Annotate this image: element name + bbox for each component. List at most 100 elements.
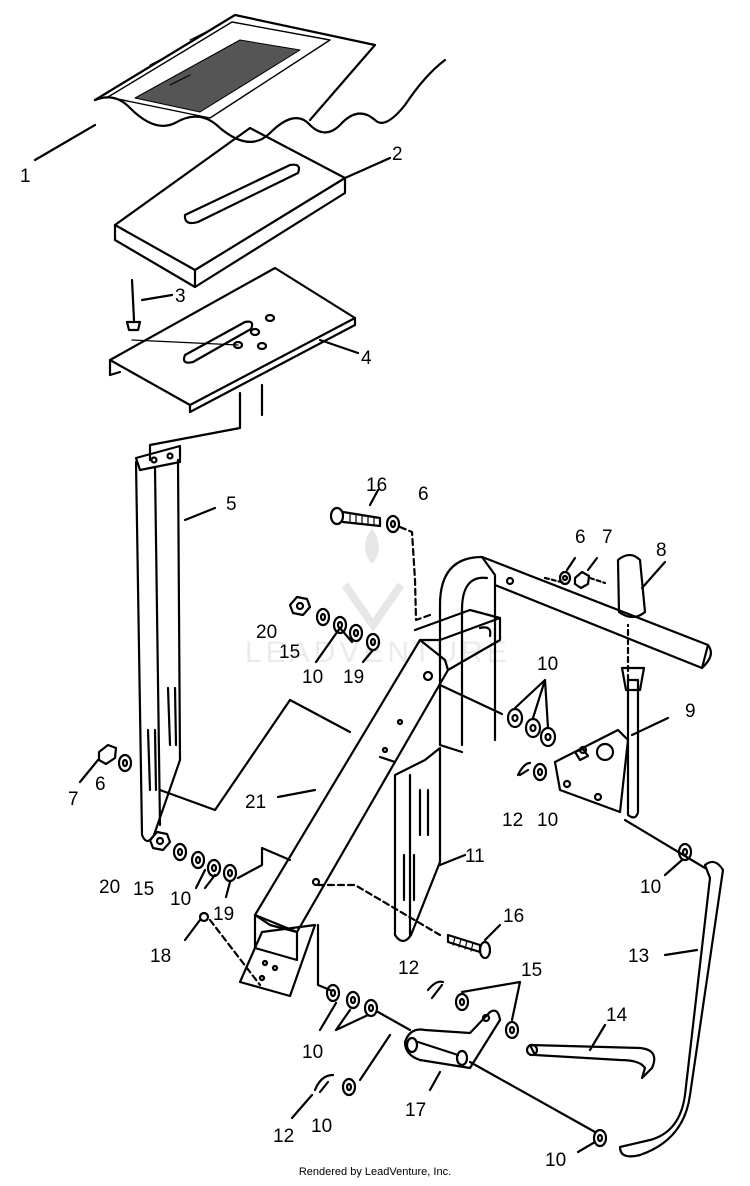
label-6-top: 6 [418, 484, 429, 505]
label-19-top: 19 [343, 667, 364, 688]
bracket-part-11 [393, 746, 442, 943]
screw-part-3 [125, 278, 142, 332]
leader-16-lower [316, 883, 442, 937]
leader-15-lower [460, 980, 522, 1022]
leader-18 [183, 918, 202, 942]
washer-part-10-bottom [341, 1077, 357, 1097]
label-11: 11 [465, 846, 485, 867]
leader-21-axis2 [378, 755, 397, 764]
label-7-right: 7 [602, 527, 613, 548]
pin-part-12-upper [516, 761, 532, 777]
pin-part-12-mid [426, 980, 445, 1000]
bracket-part-17 [403, 1009, 502, 1070]
pad-part-2 [113, 126, 347, 289]
label-17: 17 [405, 1100, 426, 1121]
washers-part-10-lower [325, 983, 379, 1018]
bracket-part-5 [134, 444, 182, 843]
label-14: 14 [606, 1005, 628, 1026]
washers-part-15-lower [454, 992, 520, 1040]
label-15-lower: 15 [521, 960, 542, 981]
washer-part-6-top [385, 514, 401, 534]
washer-part-6-left [117, 753, 133, 773]
leader-16-label [483, 923, 502, 942]
leader-2 [343, 156, 392, 180]
leader-10-lower [318, 1001, 370, 1032]
leader-17-10 [468, 1060, 597, 1134]
nut-part-7-left [97, 743, 118, 766]
hardware-left-group [148, 830, 292, 883]
pin-part-18 [198, 911, 210, 923]
leader-left-10 [194, 868, 217, 890]
rod-part-13 [618, 860, 725, 1158]
washer-part-6-right [558, 570, 572, 586]
label-10-left: 10 [170, 889, 191, 910]
washer-part-10-rod [677, 842, 693, 862]
label-2: 2 [392, 144, 403, 165]
leader-5 [183, 506, 217, 522]
label-12-upper: 12 [502, 810, 523, 831]
label-1: 1 [20, 166, 31, 187]
link-part-14 [525, 1043, 656, 1080]
bolt-part-16-lower [446, 933, 492, 960]
label-15-top: 15 [279, 642, 300, 663]
label-16-lower: 16 [503, 906, 524, 927]
label-10-lower: 10 [302, 1042, 323, 1063]
leader-3 [140, 293, 174, 302]
label-7-left: 7 [68, 789, 79, 810]
leader-top-19 [361, 648, 375, 664]
pin-part-12-lower [313, 1073, 335, 1094]
leader-14 [588, 1023, 607, 1052]
leader-21-lower [316, 923, 332, 992]
leader-1 [33, 123, 97, 162]
label-8: 8 [656, 540, 667, 561]
leader-top-10 [314, 626, 354, 664]
leader-11 [438, 853, 467, 867]
label-13: 13 [628, 946, 649, 967]
label-21: 21 [245, 792, 266, 813]
label-12-bottom: 12 [273, 1126, 294, 1147]
lever-part-9 [438, 555, 713, 819]
leader-10-rod [663, 858, 684, 877]
label-10-under: 10 [537, 810, 558, 831]
label-3: 3 [175, 286, 186, 307]
leader-18-path [208, 918, 262, 987]
leader-9 [630, 716, 670, 737]
leader-13 [663, 948, 699, 957]
label-16-top: 16 [366, 475, 387, 496]
leader-8 [640, 560, 667, 590]
leader-10-br [576, 1140, 597, 1154]
leader-bolt-path [398, 525, 432, 622]
leader-left-19 [224, 880, 232, 899]
leader-4 [318, 338, 360, 355]
label-12-mid: 12 [398, 958, 419, 979]
label-18: 18 [150, 946, 171, 967]
label-20-left: 20 [99, 877, 120, 898]
label-10-br: 10 [545, 1150, 566, 1171]
floor-mat-part-1 [93, 13, 447, 143]
render-credit: Rendered by LeadVenture, Inc. [298, 1166, 452, 1178]
leader-4-5a [148, 391, 242, 462]
plate-part-4 [108, 266, 357, 414]
leader-10-axis [438, 683, 504, 716]
leader-21 [276, 788, 317, 799]
label-10-bottom: 10 [311, 1116, 332, 1137]
label-5: 5 [226, 494, 237, 515]
leader-5-21 [158, 698, 292, 812]
leader-7-left [78, 758, 100, 784]
label-6-left: 6 [95, 774, 106, 795]
part-labels: 1 2 3 4 5 16 6 6 7 8 20 15 10 19 10 9 12… [20, 144, 696, 1171]
leader-7-right [586, 556, 599, 572]
leader-12-bottom [290, 1093, 314, 1120]
bolt-part-16-top [329, 506, 382, 528]
leader-17 [428, 1070, 442, 1092]
label-10-rod: 10 [640, 877, 661, 898]
label-15-left: 15 [133, 879, 154, 900]
washer-part-10-under [532, 762, 548, 782]
leader-10-bottom [358, 1033, 392, 1082]
label-9: 9 [685, 701, 696, 722]
leader-16-top [368, 488, 380, 507]
label-19-left: 19 [213, 904, 234, 925]
arm-part-21 [238, 608, 502, 998]
label-10-top: 10 [302, 667, 323, 688]
